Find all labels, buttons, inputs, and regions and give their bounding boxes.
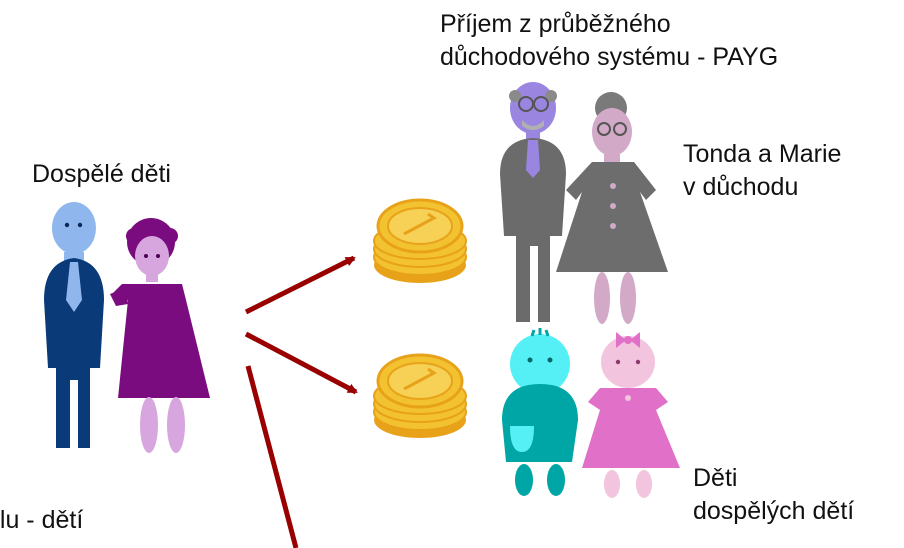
old-woman-figure [556,92,668,324]
arrow-to-payg-coins [244,255,356,315]
payg-label-line1: Příjem z průběžného [440,10,671,38]
old-man-figure [500,82,566,322]
coin-stack-icon [373,353,467,438]
arrow-to-kids-coins [244,331,358,395]
arrow-down [245,365,299,548]
adult-man-figure [44,202,104,448]
retired-label-line2: v důchodu [683,173,799,201]
boy-figure [502,328,578,496]
kids-label-line1: Děti [693,464,738,492]
grandchildren-label: Děti dospělých dětí [693,462,854,528]
coin-stack-icon [373,198,467,283]
retired-couple-label: Tonda a Marie v důchodu [683,138,841,204]
kids-label-line2: dospělých dětí [693,497,855,525]
girl-figure [582,332,680,498]
retired-label-line1: Tonda a Marie [683,140,842,168]
adult-woman-figure [110,218,210,453]
adult-children-label: Dospělé děti [32,160,171,188]
cut-off-label: alu - dětí [0,506,84,534]
payg-income-label: Příjem z průběžného důchodového systému … [440,8,778,74]
payg-label-line2: důchodového systému - PAYG [440,43,779,71]
